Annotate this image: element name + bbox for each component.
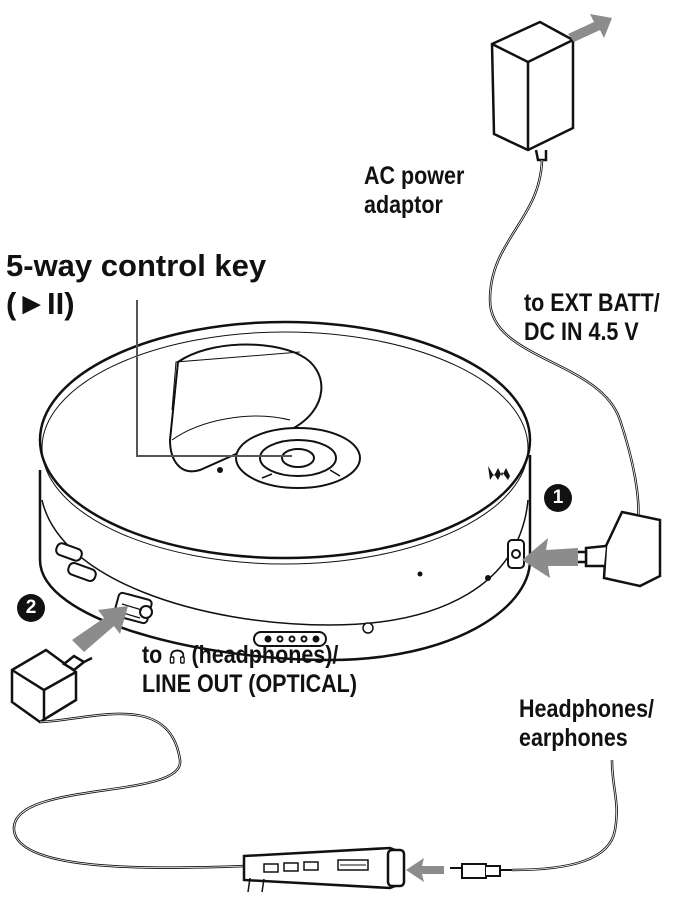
headphones-label-line1: Headphones/ bbox=[519, 695, 655, 723]
control-key-label-line2: (►II) bbox=[6, 285, 75, 321]
headphones-cable bbox=[511, 759, 618, 872]
walkman-logo-icon bbox=[488, 466, 510, 480]
line-out-label: to (headphones)/ LINE OUT (OPTICAL) bbox=[142, 641, 357, 699]
headphones-label: Headphones/ earphones bbox=[519, 695, 654, 753]
line-out-arrow-icon bbox=[72, 606, 128, 652]
control-key-label: 5-way control key (►II) bbox=[6, 247, 266, 323]
step-1-badge: 1 bbox=[544, 484, 572, 512]
headphones-arrow-icon bbox=[406, 858, 444, 882]
indicator-dot bbox=[217, 467, 223, 473]
dc-in-label-line1: to EXT BATT/ bbox=[524, 289, 660, 317]
line-out-label-line1: to (headphones)/ bbox=[142, 641, 357, 670]
dc-angle-plug bbox=[572, 510, 662, 588]
ac-power-adaptor-label-line2: adaptor bbox=[364, 190, 443, 219]
dc-in-label: to EXT BATT/ DC IN 4.5 V bbox=[524, 289, 660, 347]
line-out-label-line2: LINE OUT (OPTICAL) bbox=[142, 669, 357, 698]
dc-in-arrow-icon bbox=[522, 538, 578, 578]
step-2-badge: 2 bbox=[17, 594, 45, 622]
line-out-angle-plug bbox=[10, 648, 93, 724]
remote-control bbox=[242, 846, 406, 893]
line-out-cable bbox=[12, 712, 247, 869]
display-window bbox=[168, 343, 323, 473]
5-way-control-key bbox=[235, 427, 361, 489]
plug-out-arrow-icon bbox=[568, 14, 612, 42]
ac-power-adaptor-label: AC power adaptor bbox=[364, 162, 464, 220]
cd-player bbox=[38, 320, 532, 662]
headphone-mini-plug bbox=[450, 863, 512, 879]
control-key-leader-line bbox=[136, 300, 292, 457]
line-out-label-prefix: to bbox=[142, 641, 163, 669]
headphones-label-line2: earphones bbox=[519, 723, 628, 752]
side-buttons bbox=[55, 542, 97, 583]
ac-power-adaptor-label-line1: AC power bbox=[364, 162, 465, 190]
ac-power-adaptor bbox=[490, 20, 575, 162]
dc-in-label-line2: DC IN 4.5 V bbox=[524, 317, 639, 346]
control-key-label-line1: 5-way control key bbox=[6, 248, 267, 283]
hold-switch bbox=[253, 631, 327, 647]
dc-in-jack bbox=[507, 539, 525, 569]
line-out-label-rest: (headphones)/ bbox=[191, 641, 339, 669]
headphones-icon bbox=[168, 641, 185, 670]
